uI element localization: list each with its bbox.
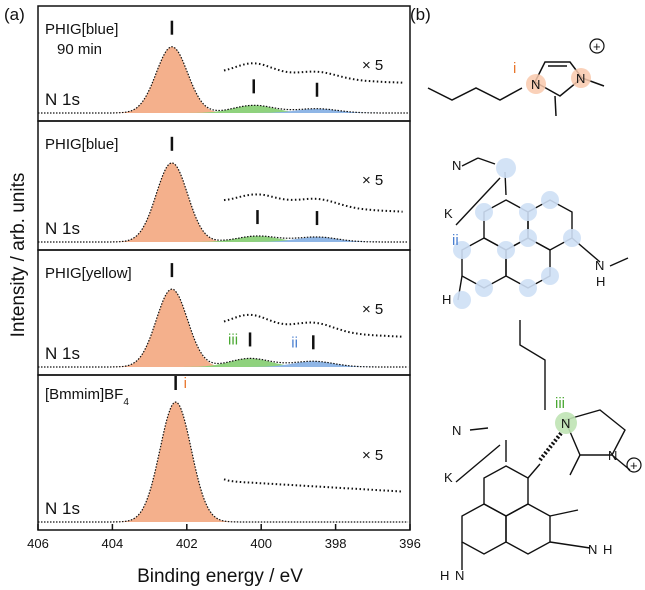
charge-plus-circle-2 — [626, 457, 642, 473]
x-tick-label: 398 — [325, 536, 347, 551]
peak-marker-label: i — [184, 375, 187, 392]
x-axis-label: Binding energy / eV — [137, 566, 303, 587]
atom-n-2: N — [576, 71, 585, 86]
spectrum-data-trace — [38, 401, 409, 523]
atom-highlight-i — [526, 74, 546, 94]
peak-component-fill — [38, 358, 410, 367]
core-level-label: N 1s — [45, 344, 80, 363]
atom-n-3: N — [561, 416, 570, 431]
sample-label: PHIG[yellow] — [45, 265, 132, 282]
structure-complex — [455, 320, 631, 570]
atom-h-3: H — [603, 542, 612, 557]
core-level-label: N 1s — [45, 499, 80, 518]
sample-label: [Bmmim]BF4 — [45, 386, 129, 408]
x-tick-label: 400 — [250, 536, 272, 551]
magnified-trace — [223, 62, 403, 84]
structure-label-ii: ii — [452, 232, 459, 249]
atom-highlight-iii — [555, 412, 577, 434]
atom-h-2: H — [596, 274, 605, 289]
core-level-label: N 1s — [45, 219, 80, 238]
x-tick-label: 396 — [399, 536, 421, 551]
peak-component-fill — [38, 108, 410, 113]
peak-component-fill — [38, 105, 410, 113]
peak-component-fill — [38, 289, 410, 367]
peak-marker-label: ii — [291, 334, 298, 351]
hydrogen-bond — [538, 430, 564, 462]
peak-component-fill — [38, 402, 410, 522]
atom-highlight-plus-n — [571, 68, 591, 88]
atom-n-h5: N — [455, 568, 464, 583]
atom-n-h3: N — [452, 423, 461, 438]
atom-n-h2: N — [595, 258, 604, 273]
atom-n-h1: N — [452, 158, 461, 173]
magnified-trace — [223, 478, 403, 493]
magnification-label: × 5 — [362, 301, 383, 318]
peak-component-fill — [38, 236, 410, 242]
peak-component-fill — [38, 162, 410, 242]
x-tick-label: 402 — [176, 536, 198, 551]
magnification-label: × 5 — [362, 57, 383, 74]
spectrum-panel-frame — [37, 374, 411, 531]
panel-a-label: (a) — [4, 5, 25, 24]
peak-component-fill — [38, 237, 410, 242]
charge-plus-sign: + — [593, 39, 601, 54]
peak-component-fill — [38, 361, 410, 367]
magnification-label: × 5 — [362, 447, 383, 464]
spectrum-data-trace — [38, 288, 409, 368]
sample-label: PHIG[blue] — [45, 136, 118, 153]
atom-h-4: H — [440, 568, 449, 583]
magnification-label: × 5 — [362, 172, 383, 189]
heptazine-n-highlights — [453, 158, 581, 309]
atom-k-2: K — [444, 470, 453, 485]
sample-label: 90 min — [57, 41, 102, 58]
atom-n-1: N — [531, 77, 540, 92]
spectrum-data-trace — [38, 162, 409, 243]
x-tick-label: 406 — [27, 536, 49, 551]
structure-label-i: i — [513, 60, 516, 77]
charge-plus-sign-2: + — [630, 458, 638, 473]
atom-n-4: N — [608, 448, 617, 463]
core-level-label: N 1s — [45, 90, 80, 109]
sample-label-subscript: 4 — [123, 397, 129, 408]
spectrum-data-trace — [38, 46, 409, 114]
x-axis-ticks: 406 404 402 400 398 396 — [27, 524, 421, 551]
magnified-trace — [223, 313, 403, 338]
magnified-trace — [223, 193, 403, 213]
atom-k-1: K — [444, 206, 453, 221]
spectra-stack: PHIG[blue] 90 min N 1s × 5 PHIG[blue] N 1s × 5… — [37, 5, 411, 531]
panel-b-label: (b) — [410, 5, 431, 24]
peak-marker-label: iii — [228, 331, 238, 348]
x-tick-label: 404 — [102, 536, 124, 551]
y-axis-label: Intensity / arb. units — [8, 173, 29, 338]
atom-h-1: H — [442, 292, 451, 307]
atom-n-h4: N — [588, 542, 597, 557]
structure-label-iii: iii — [555, 395, 565, 412]
sample-label: PHIG[blue] — [45, 21, 118, 38]
charge-plus-circle — [589, 38, 605, 54]
